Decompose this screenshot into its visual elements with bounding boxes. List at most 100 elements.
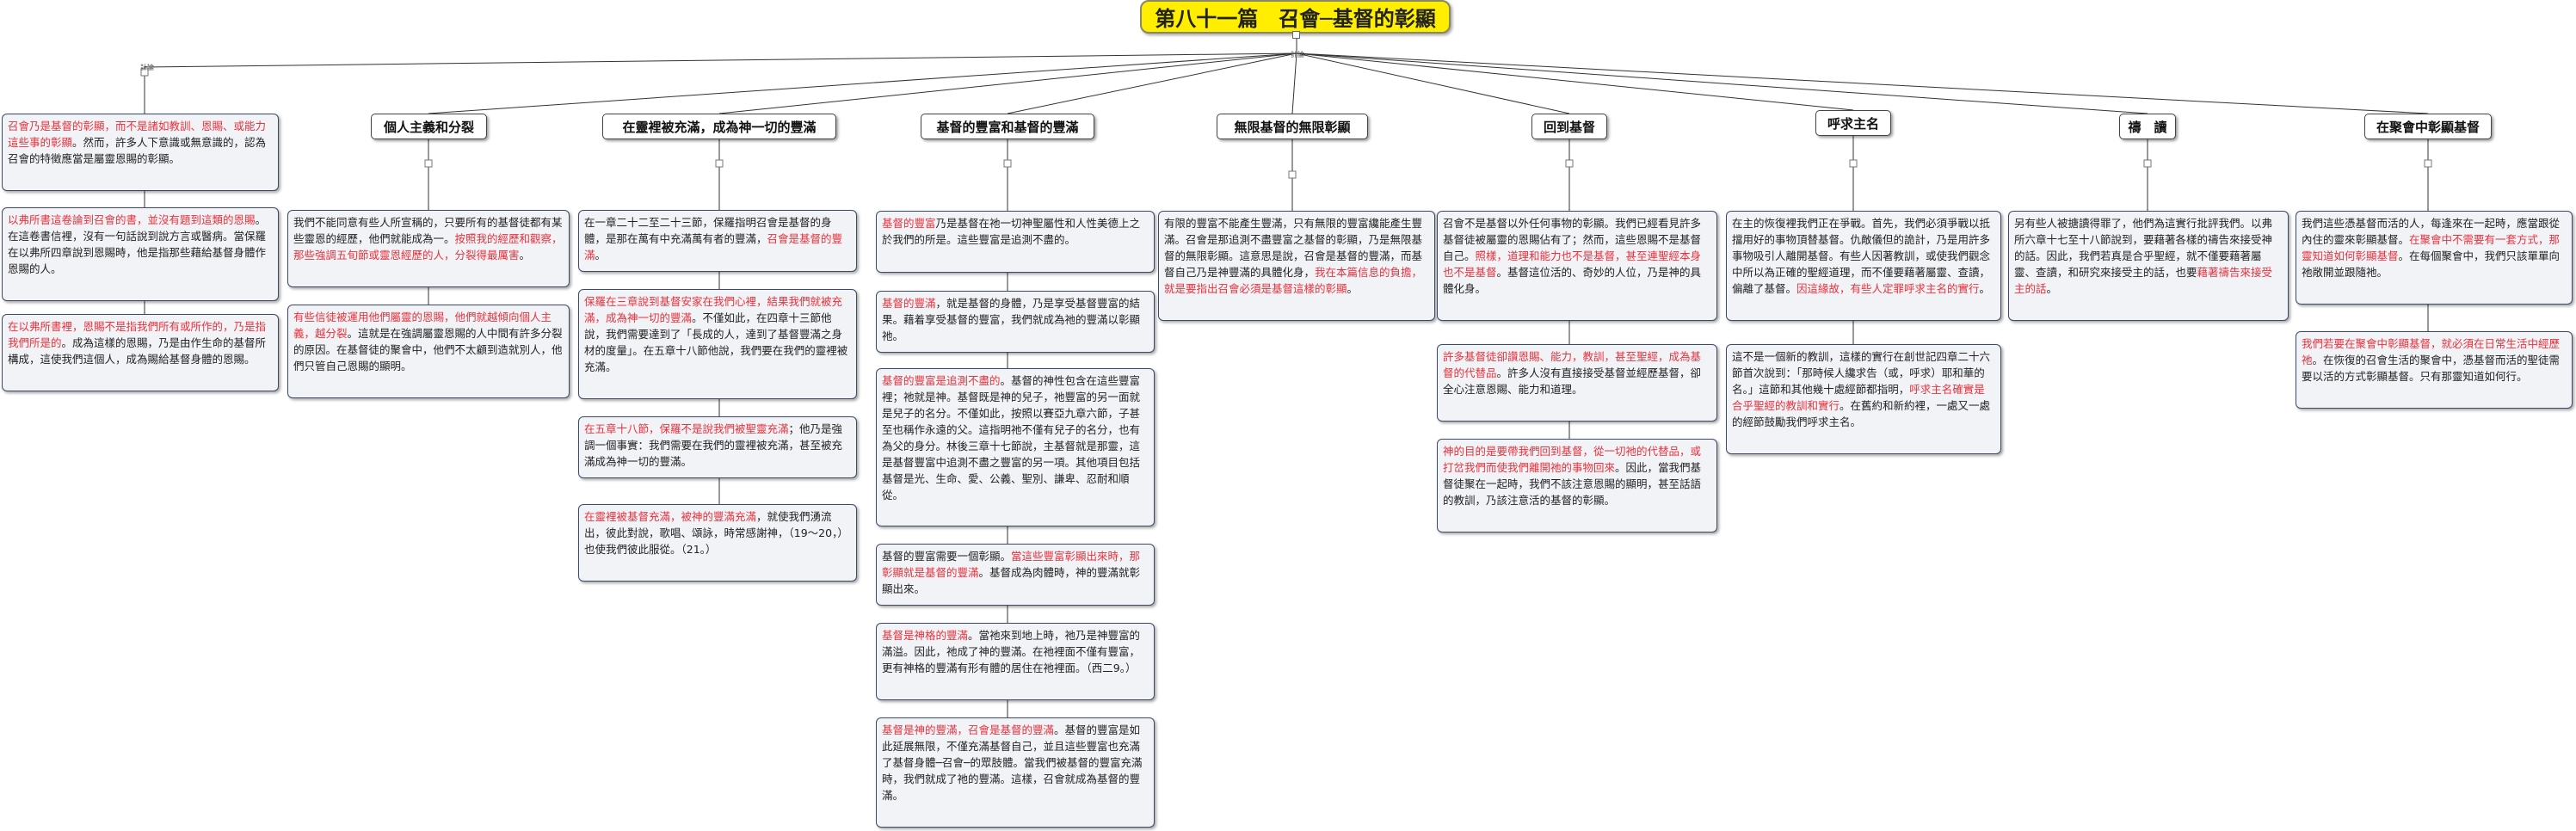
highlighted-text: 當這些豐富彰顯出來時，那彰顯就是基督的豐滿 — [882, 550, 1141, 579]
note-filled-3: 在五章十八節，保羅不是說我們被聖靈充滿；他乃是強調一個事實：我們需要在我們的靈裡… — [578, 416, 857, 478]
branch-toggle-icon — [424, 159, 433, 168]
note-riches-4: 基督的豐富需要一個彰顯。當這些豐富彰顯出來時，那彰顯就是基督的豐滿。基督成為肉體… — [876, 544, 1155, 606]
note-text: 我們這些憑基督而活的人，每逢來在一起時，應當跟從內住的靈來彰顯基督。 — [2302, 217, 2561, 246]
central-topic[interactable]: 第八十一篇 召會─基督的彰顯 — [1140, 0, 1451, 34]
highlighted-text: 神的目的是要帶我們回到基督，從一切祂的代替品，或打岔我們而使我們離開祂的事物回來 — [1443, 445, 1702, 474]
note-riches-5: 基督是神格的豐滿。當祂來到地上時，祂乃是神豐富的滿溢。因此，祂成了神的豐滿。在祂… — [876, 623, 1155, 700]
note-text: 基督的豐富需要一個彰顯。 — [882, 550, 1012, 563]
note-intro-1: 召會乃是基督的彰顯，而不是諸如教訓、恩賜、或能力這些事的彰顯。然而，許多人下意識… — [2, 114, 279, 191]
note-infinite-1: 有限的豐富不能產生豐滿，只有無限的豐富纔能產生豐滿。召會是那追測不盡豐富之基督的… — [1158, 211, 1435, 321]
highlighted-text: 基督的豐富 — [882, 217, 936, 230]
note-text: 。在這卷書信裡，沒有一句話說到說方言或醫病。當保羅在以弗所四章說到恩賜時，他是指… — [8, 213, 267, 275]
highlighted-text: 召會是基督的豐滿 — [584, 232, 843, 262]
highlighted-text: 召會乃是基督的彰顯，而不是諸如教訓、恩賜、或能力這些事的彰顯 — [8, 120, 267, 149]
branch-toggle-icon — [1288, 170, 1297, 179]
note-text: 。成為這樣的恩賜，乃是由作生命的基督所構成，這使我們這個人，成為賜給基督身體的恩… — [8, 336, 267, 366]
topic-pray-reading[interactable]: 禱 讀 — [2119, 114, 2176, 139]
highlighted-text: 基督是神格的豐滿 — [882, 629, 969, 642]
note-text: ，就使我們湧流出，彼此對說，歌唱、頌詠，時常感謝神，（19～20，）也使我們彼此… — [584, 510, 848, 556]
note-text: 。 — [1347, 282, 1359, 295]
note-text: 在主的恢復裡我們正在爭戰。首先，我們必須爭戰以抵擋用好的事物頂替基督。仇敵儀但的… — [1732, 217, 1991, 295]
note-text: 另有些人被搪讀得罪了，他們為這實行批評我們。以弗所六章十七至十八節說到，要藉著各… — [2014, 217, 2273, 279]
note-meeting-1: 我們這些憑基督而活的人，每逢來在一起時，應當跟從內住的靈來彰顯基督。在聚會中不需… — [2296, 211, 2573, 305]
highlighted-text: 基督的豐富是追測不盡的 — [882, 374, 1001, 387]
branch-toggle-icon — [1565, 159, 1574, 168]
note-text: 。在舊約和新約裡，一處又一處的經節鼓勵我們呼求主名。 — [1732, 399, 1991, 428]
note-text: 。基督的神性包含在這些豐富裡；祂就是神。基督既是神的兒子，祂豐富的另一面就是兒子… — [882, 374, 1141, 502]
highlighted-text: 按照我的經歷和觀察，那些強調五旬節或靈恩經歷的人，分裂得最厲害 — [293, 232, 563, 262]
note-text: 有限的豐富不能產生豐滿，只有無限的豐富纔能產生豐滿。召會是那追測不盡豐富之基督的… — [1164, 217, 1423, 279]
note-text: 。 — [2046, 282, 2058, 295]
note-text: 我們不能同意有些人所宣稱的，只要所有的基督徒都有某些靈恩的經歷，他們就能成為一。 — [293, 216, 563, 245]
topic-back-to-christ[interactable]: 回到基督 — [1531, 114, 1607, 139]
branch-tag: 計論 — [140, 64, 154, 71]
note-filled-2: 保羅在三章說到基督安家在我們心裡，結果我們就被充滿，成為神一切的豐滿。不僅如此，… — [578, 289, 857, 399]
note-text: 乃是基督在祂一切神聖屬性和人性美德上之於我們的所是。這些豐富是追測不盡的。 — [882, 217, 1141, 246]
note-riches-6: 基督是神的豐滿，召會是基督的豐滿。基督的豐富是如此延展無限，不僅充滿基督自己，並… — [876, 717, 1155, 828]
note-call-1: 在主的恢復裡我們正在爭戰。首先，我們必須爭戰以抵擋用好的事物頂替基督。仇敵儀但的… — [1726, 211, 2001, 321]
connector-line — [1291, 52, 1297, 114]
topic-individualism[interactable]: 個人主義和分裂 — [371, 114, 487, 139]
note-filled-1: 在一章二十二至二十三節，保羅指明召會是基督的身體，是那在萬有中充滿萬有者的豐滿，… — [578, 210, 857, 272]
topic-infinite-expression[interactable]: 無限基督的無限彰顯 — [1217, 114, 1368, 139]
branch-toggle-icon — [715, 159, 724, 168]
note-text: 。 — [519, 249, 531, 262]
connector-line — [1007, 52, 1297, 114]
highlighted-text: 我在本篇信息的負擔，就是要指出召會必須是基督這樣的彰顯 — [1164, 266, 1423, 295]
topic-express-in-meetings[interactable]: 在聚會中彰顯基督 — [2364, 114, 2492, 139]
note-text: ，就是基督的身體，乃是享受基督豐富的結果。藉着享受基督的豐富，我們就成為祂的豐滿… — [882, 297, 1141, 342]
note-individualism-2: 有些信徒被運用他們屬靈的恩賜，他們就越傾向個人主義，越分裂。這就是在強調屬靈恩賜… — [287, 305, 570, 398]
highlighted-text: 在五章十八節，保羅不是說我們被聖靈充滿 — [584, 422, 789, 435]
root-sheet-tag: 計論 — [1291, 51, 1304, 58]
note-text: 。許多人沒有直接接受基督並經歷基督，卻全心注意恩賜、能力和道理。 — [1443, 366, 1702, 396]
note-text: 。 — [1979, 282, 1991, 295]
note-pray-1: 另有些人被搪讀得罪了，他們為這實行批評我們。以弗所六章十七至十八節說到，要藉著各… — [2008, 211, 2289, 321]
highlighted-text: 照樣，道理和能力也不是基督，甚至連聖經本身也不是基督 — [1443, 249, 1702, 279]
note-intro-2: 以弗所書這卷論到召會的書，並沒有題到這類的恩賜。在這卷書信裡，沒有一句話說到說方… — [2, 207, 279, 301]
note-text: 。不僅如此，在四章十三節他說，我們需要達到了「長成的人，達到了基督豐滿之身材的度… — [584, 311, 848, 373]
note-text: 。在每個聚會中，我們只該單單向祂敞開並跟隨祂。 — [2302, 249, 2561, 279]
note-text: 。基督這位活的、奇妙的人位，乃是神的具體化身。 — [1443, 266, 1702, 295]
note-text: 。在恢復的召會生活的聚會中，憑基督而活的聖徒需要以活的方式彰顯基督。只有那靈知道… — [2302, 354, 2561, 383]
note-text: 在一章二十二至二十三節，保羅指明召會是基督的身體，是那在萬有中充滿萬有者的豐滿， — [584, 216, 832, 245]
connector-line — [1296, 52, 2429, 114]
note-back-3: 神的目的是要帶我們回到基督，從一切祂的代替品，或打岔我們而使我們離開祂的事物回來… — [1437, 439, 1717, 532]
branch-toggle-icon — [2424, 159, 2432, 168]
highlighted-text: 我們若要在聚會中彰顯基督，就必須在日常生活中經歷祂 — [2302, 337, 2561, 366]
highlighted-text: 在靈裡被基督充滿，被神的豐滿充滿 — [584, 510, 757, 523]
highlighted-text: 保羅在三章說到基督安家在我們心裡，結果我們就被充滿，成為神一切的豐滿 — [584, 295, 843, 324]
note-text: ；他乃是強調一個事實：我們需要在我們的靈裡被充滿，甚至被充滿成為神一切的豐滿。 — [584, 422, 843, 468]
connector-line — [718, 52, 1297, 114]
branch-toggle-icon — [2143, 159, 2152, 168]
note-riches-3: 基督的豐富是追測不盡的。基督的神性包含在這些豐富裡；祂就是神。基督既是神的兒子，… — [876, 368, 1155, 526]
branch-toggle-icon — [1003, 159, 1012, 168]
highlighted-text: 有些信徒被運用他們屬靈的恩賜，他們就越傾向個人主義，越分裂 — [293, 311, 552, 340]
note-meeting-2: 我們若要在聚會中彰顯基督，就必須在日常生活中經歷祂。在恢復的召會生活的聚會中，憑… — [2296, 331, 2573, 409]
highlighted-text: 在聚會中不需要有一套方式，那靈知道如何彰顯基督 — [2302, 233, 2561, 262]
connector-line — [144, 52, 1297, 68]
collapse-toggle-icon[interactable] — [1292, 31, 1300, 39]
highlighted-text: 因這緣故，有些人定罪呼求主名的實行 — [1796, 282, 1980, 295]
note-text: 。這就是在強調屬靈恩賜的人中間有許多分裂的原因。在基督徒的聚會中，他們不太顧到造… — [293, 327, 563, 372]
note-riches-2: 基督的豐滿，就是基督的身體，乃是享受基督豐富的結果。藉着享受基督的豐富，我們就成… — [876, 291, 1155, 353]
note-text: 。基督成為肉體時，神的豐滿就彰顯出來。 — [882, 566, 1141, 595]
highlighted-text: 基督是神的豐滿，召會是基督的豐滿 — [882, 723, 1055, 736]
note-text: 這不是一個新的教訓，這樣的實行在創世記四章二十六節首次說到：「那時候人纔求告（或… — [1732, 350, 1991, 396]
note-call-2: 這不是一個新的教訓，這樣的實行在創世記四章二十六節首次說到：「那時候人纔求告（或… — [1726, 344, 2001, 454]
note-back-1: 召會不是基督以外任何事物的彰顯。我們已經看見許多基督徒被屬靈的恩賜佔有了；然而，… — [1437, 211, 1717, 321]
branch-toggle-icon — [140, 68, 149, 77]
connector-line — [1296, 52, 1570, 114]
note-text: 。當祂來到地上時，祂乃是神豐富的滿溢。因此，祂成了神的豐滿。在祂裡面不僅有豐富，… — [882, 629, 1141, 674]
highlighted-text: 在以弗所書裡，恩賜不是指我們所有或所作的，乃是指我們所是的 — [8, 320, 267, 349]
highlighted-text: 基督的豐滿 — [882, 297, 936, 310]
topic-filled-in-spirit[interactable]: 在靈裡被充滿，成為神一切的豐滿 — [602, 114, 836, 139]
topic-call-on-name[interactable]: 呼求主名 — [1815, 110, 1891, 136]
branch-toggle-icon — [1849, 159, 1858, 168]
note-text: 。 — [595, 249, 607, 262]
topic-riches-and-fullness[interactable]: 基督的豐富和基督的豐滿 — [921, 114, 1094, 139]
note-text: 。然而，許多人下意識或無意識的，認為召會的特徵應當是屬靈恩賜的彰顯。 — [8, 136, 267, 165]
note-intro-3: 在以弗所書裡，恩賜不是指我們所有或所作的，乃是指我們所是的。成為這樣的恩賜，乃是… — [2, 314, 279, 391]
note-individualism-1: 我們不能同意有些人所宣稱的，只要所有的基督徒都有某些靈恩的經歷，他們就能成為一。… — [287, 210, 570, 287]
note-filled-4: 在靈裡被基督充滿，被神的豐滿充滿，就使我們湧流出，彼此對說，歌唱、頌詠，時常感謝… — [578, 504, 857, 582]
note-back-2: 許多基督徒卻讚恩賜、能力，教訓，甚至聖經，成為基督的代替品。許多人沒有直接接受基… — [1437, 344, 1717, 422]
